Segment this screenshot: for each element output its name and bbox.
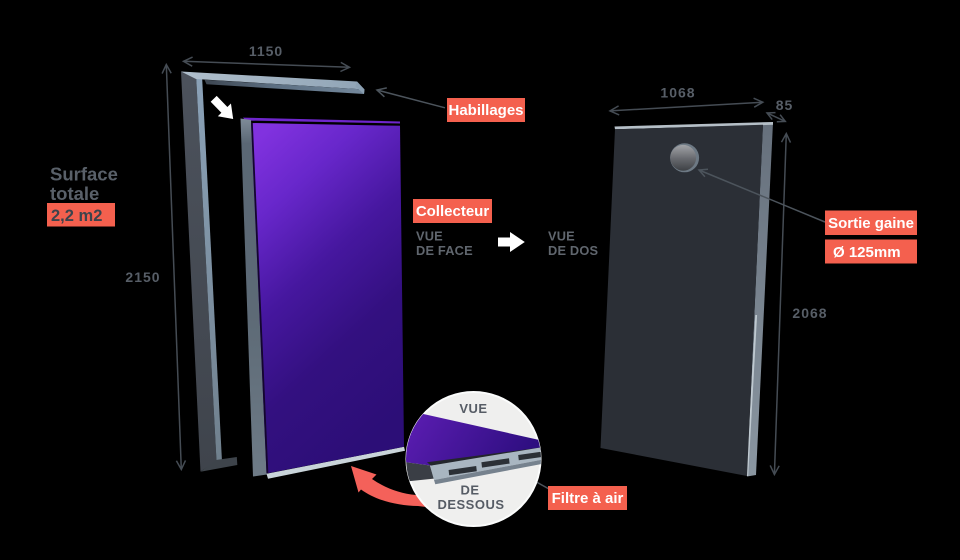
svg-text:DE: DE [460, 483, 479, 498]
svg-text:1068: 1068 [660, 85, 695, 101]
svg-text:2068: 2068 [792, 305, 827, 321]
svg-text:Filtre à air: Filtre à air [552, 490, 624, 507]
svg-text:Ø 125mm: Ø 125mm [833, 244, 901, 261]
svg-text:85: 85 [776, 97, 794, 113]
svg-text:Habillages: Habillages [448, 102, 523, 119]
svg-text:VUE: VUE [548, 228, 575, 243]
svg-text:2150: 2150 [125, 269, 160, 285]
svg-text:totale: totale [50, 183, 99, 204]
svg-text:DE DOS: DE DOS [548, 243, 599, 258]
svg-text:VUE: VUE [416, 228, 443, 243]
svg-text:1150: 1150 [249, 43, 283, 59]
svg-text:Collecteur: Collecteur [416, 203, 490, 220]
svg-text:VUE: VUE [459, 401, 487, 416]
svg-text:2,2 m2: 2,2 m2 [51, 207, 102, 225]
svg-text:Sortie gaine: Sortie gaine [828, 215, 914, 232]
svg-text:DESSOUS: DESSOUS [437, 497, 504, 512]
svg-text:Surface: Surface [50, 164, 118, 185]
svg-text:DE FACE: DE FACE [416, 243, 473, 258]
